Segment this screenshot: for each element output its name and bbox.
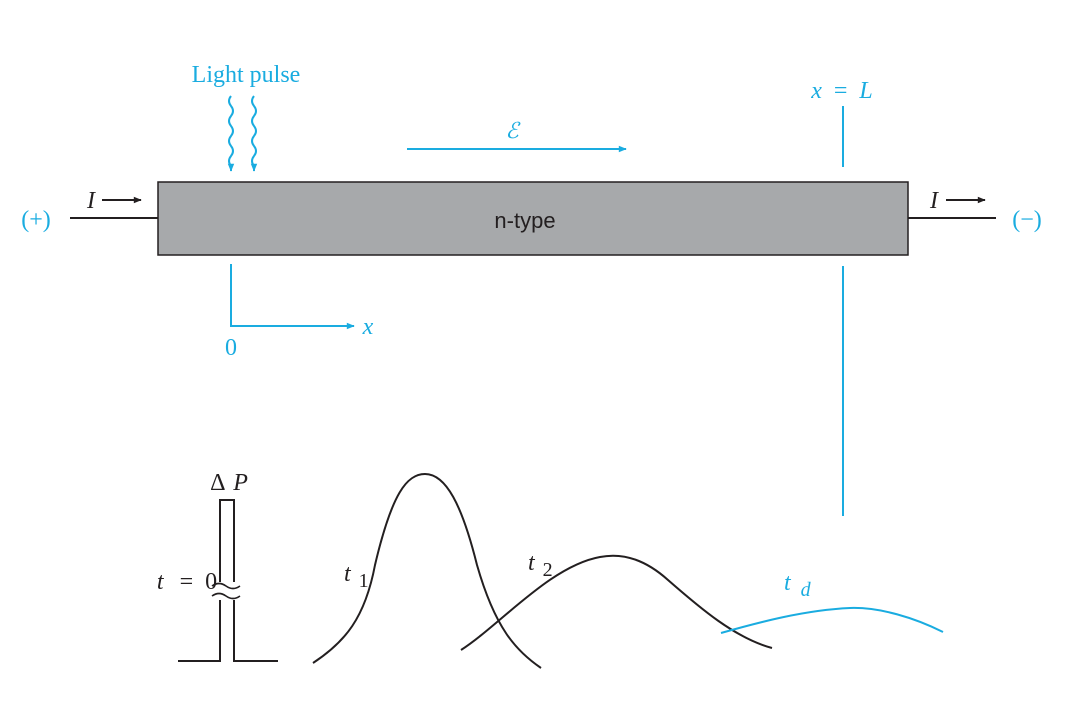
right-terminal: (−) [1012, 207, 1042, 233]
delta-p-label: Δ P [210, 470, 248, 496]
t2-var: t [528, 550, 536, 576]
t2-sub: 2 [543, 559, 553, 581]
n-type-label: n-type [494, 208, 555, 233]
field-symbol: ℰ [505, 118, 521, 143]
pulse-break-mark-bottom [211, 592, 241, 600]
position-marker-label: x = L [810, 78, 873, 104]
light-wave-right [250, 95, 258, 172]
left-terminal: (+) [21, 207, 51, 233]
x-axis-label: x [362, 314, 374, 340]
t1-var: t [344, 561, 352, 587]
td-sub: d [801, 579, 812, 601]
marker-x-var: x [810, 78, 822, 104]
left-current-symbol: I [86, 188, 96, 214]
pulse-break-mask [216, 582, 238, 600]
td-var: t [784, 570, 792, 596]
t1-label: t 1 [344, 561, 369, 592]
p-var: P [232, 470, 248, 496]
t0-var: t [157, 569, 165, 595]
marker-L-var: L [858, 78, 872, 104]
t0-rest: = 0 [180, 569, 218, 595]
light-wave-left [227, 95, 235, 172]
initial-pulse [178, 499, 278, 662]
t2-label: t 2 [528, 550, 553, 581]
pulse-break-mark-top [211, 582, 241, 590]
origin-label: 0 [225, 335, 237, 361]
pulse-t1-curve [312, 472, 542, 669]
x-axis [230, 264, 355, 330]
pulse-t2-curve [460, 554, 773, 651]
light-pulse-label: Light pulse [192, 62, 301, 88]
delta-symbol: Δ [210, 470, 225, 496]
right-current-symbol: I [929, 188, 939, 214]
marker-equals: = [834, 78, 848, 104]
t1-sub: 1 [359, 570, 369, 592]
n-type-bar [157, 181, 909, 256]
pulse-td-curve [720, 606, 944, 634]
td-label: t d [784, 570, 812, 601]
t0-label: t = 0 [157, 569, 217, 595]
